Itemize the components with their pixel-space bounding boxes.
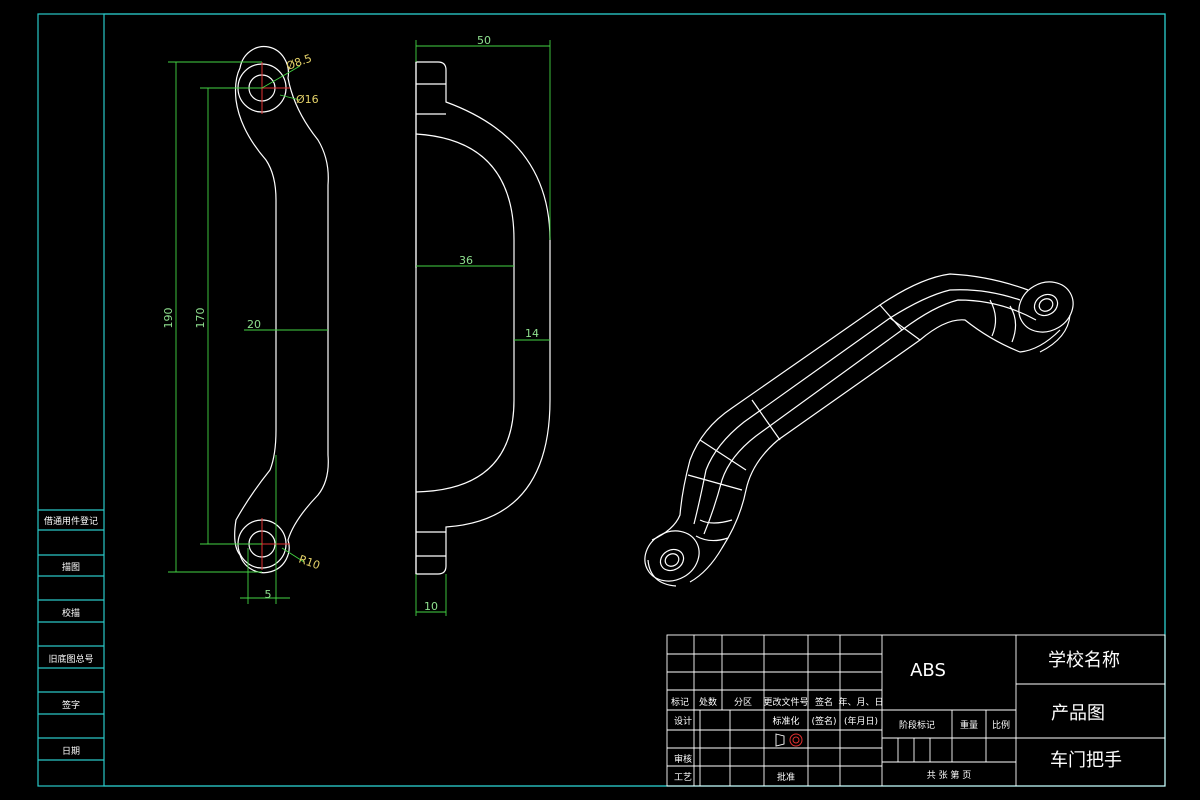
- dim-36-label: 36: [459, 254, 473, 267]
- header-signature: 签名: [815, 696, 833, 708]
- row-review: 审核: [674, 753, 692, 765]
- isometric-view: [644, 273, 1074, 587]
- row-process: 工艺: [674, 772, 692, 783]
- front-view: 190 170 20 5 Ø8.5 Ø16 R10: [162, 45, 329, 604]
- side-label-trace: 描图: [62, 561, 80, 573]
- projection-symbol-inner: [792, 736, 800, 744]
- projection-symbol-circle: [789, 733, 803, 747]
- row-design: 设计: [674, 715, 692, 727]
- date-placeholder: (年月日): [844, 715, 878, 727]
- weight-header: 重量: [960, 719, 978, 731]
- inner-frame: [103, 13, 1166, 787]
- drawing-type: 产品图: [1051, 703, 1105, 724]
- side-label-check: 校描: [62, 607, 80, 619]
- header-mark: 标记: [671, 696, 689, 708]
- scale-header: 比例: [992, 719, 1010, 731]
- header-date: 年、月、日: [838, 696, 883, 708]
- dim-190-label: 190: [162, 308, 175, 329]
- dim-20-label: 20: [247, 318, 261, 331]
- dim-10-label: 10: [424, 600, 438, 613]
- school-name: 学校名称: [1048, 650, 1120, 671]
- material-text: ABS: [910, 660, 946, 681]
- row-standard: 标准化: [772, 715, 799, 727]
- side-label-date: 日期: [62, 746, 80, 757]
- dim-14-label: 14: [525, 327, 539, 340]
- handle-side-inner: [415, 133, 515, 493]
- sign-placeholder: (签名): [811, 715, 836, 727]
- row-approve: 批准: [777, 771, 795, 783]
- outer-frame: [37, 13, 1166, 787]
- projection-symbol-cone: [775, 733, 785, 747]
- header-count: 处数: [699, 696, 717, 708]
- dim-radius-label: R10: [297, 553, 322, 573]
- dim-hole-dia-label: Ø8.5: [285, 52, 314, 73]
- handle-side-outer: [415, 61, 551, 575]
- dim-boss-dia-label: Ø16: [296, 93, 319, 106]
- header-zone: 分区: [734, 697, 752, 708]
- side-label-sign: 签字: [62, 699, 80, 711]
- stage-mark-header: 阶段标记: [899, 719, 935, 731]
- side-label-old-number: 旧底图总号: [48, 653, 93, 665]
- side-view: 50 36 14 10: [415, 34, 551, 616]
- dim-170-label: 170: [194, 308, 207, 329]
- title-block: ABS 学校名称 产品图 车门把手 标记 处数 分区 更改文件号 签名 年、月、…: [666, 634, 1166, 787]
- side-label-borrow: 借通用件登记: [44, 515, 98, 527]
- dim-5-label: 5: [265, 588, 272, 601]
- part-name: 车门把手: [1050, 750, 1122, 771]
- dim-50-label: 50: [477, 34, 491, 47]
- handle-front-outline: [234, 45, 329, 574]
- sheet-footer: 共 张 第 页: [927, 769, 972, 781]
- header-change-doc: 更改文件号: [763, 696, 808, 708]
- side-panel: 借通用件登记 描图 校描 旧底图总号 签字 日期: [38, 509, 104, 761]
